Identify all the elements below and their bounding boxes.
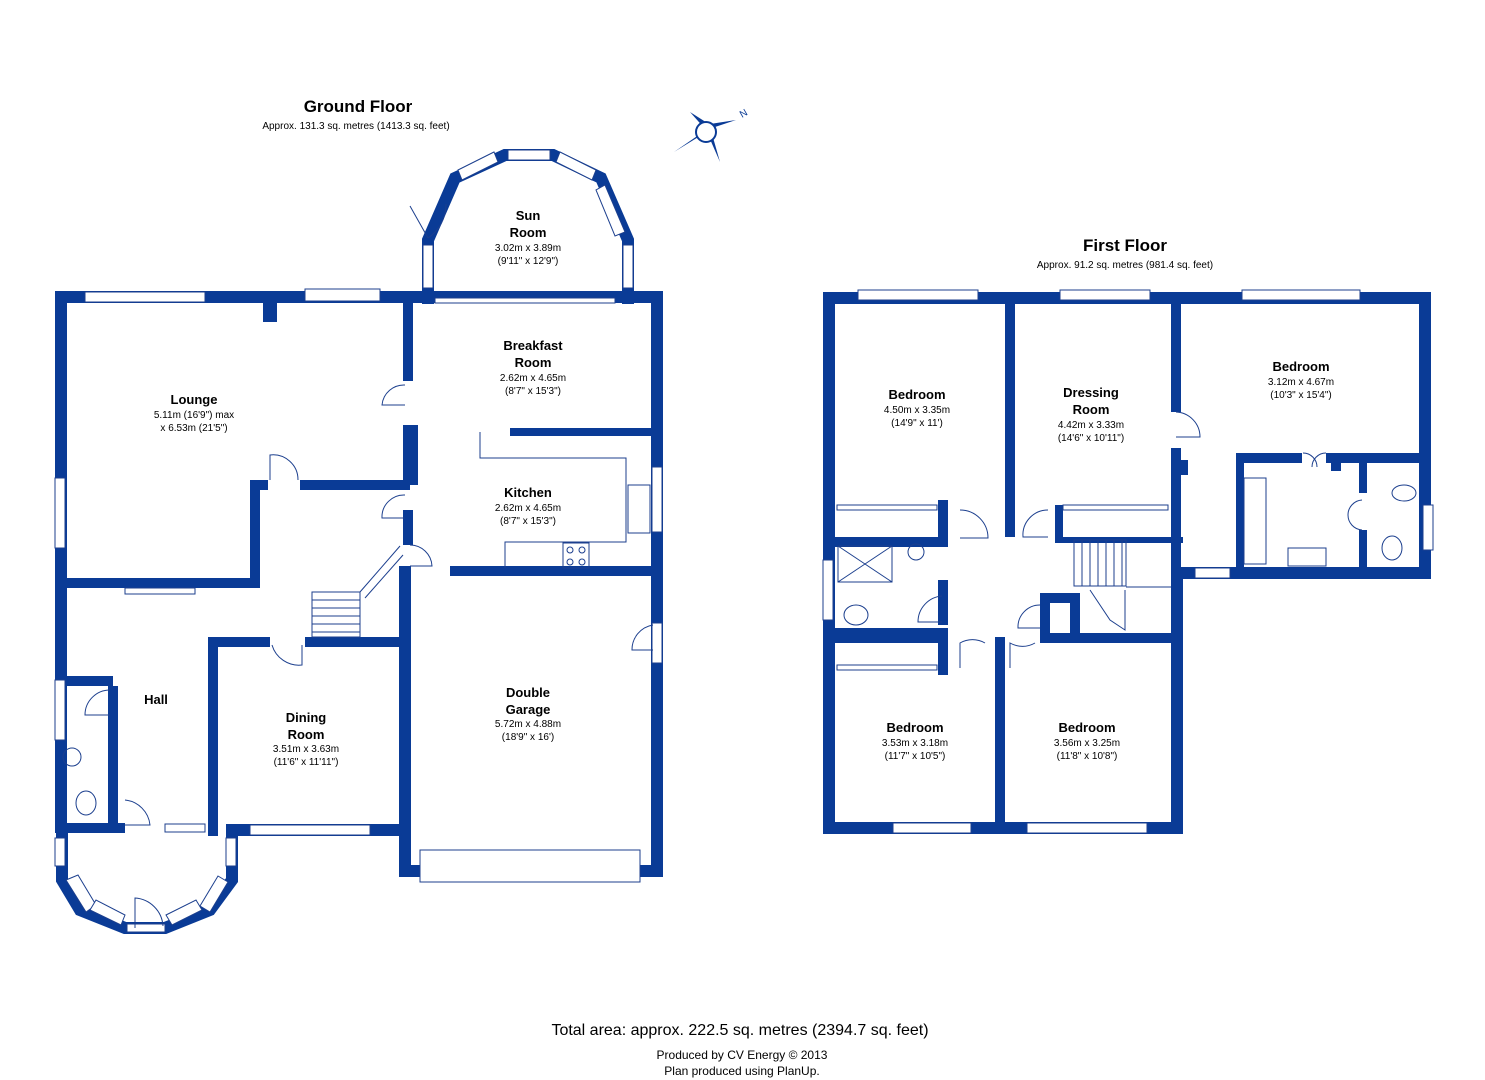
- breakfast-room-dim-2: (8'7" x 15'3"): [505, 386, 561, 397]
- first-inner-walls: [823, 292, 1431, 827]
- dining-room-dim-1: 3.51m x 3.63m: [273, 744, 339, 755]
- first-stairs: [1073, 539, 1171, 631]
- bedroom-3-dim-2: (11'7" x 10'5"): [885, 751, 946, 762]
- sun-room-bay: [409, 149, 634, 304]
- compass-north-label: N: [738, 107, 750, 120]
- bedroom-2-name: Bedroom: [1272, 359, 1329, 374]
- garage-name-1: Double: [506, 685, 550, 700]
- first-windows: [822, 289, 1434, 834]
- dressing-room-dim-2: (14'6" x 10'11"): [1058, 433, 1124, 444]
- hall-name: Hall: [144, 692, 168, 707]
- dining-room-name-1: Dining: [286, 710, 326, 725]
- total-area: Total area: approx. 222.5 sq. metres (23…: [551, 1022, 928, 1039]
- ground-wc: [62, 747, 97, 816]
- first-doors: [917, 411, 1363, 668]
- first-fixtures: [837, 477, 1417, 626]
- ground-floor-title: Ground Floor: [304, 97, 413, 116]
- produced-by: Produced by CV Energy © 2013: [657, 1048, 828, 1062]
- sun-room-dim-1: 3.02m x 3.89m: [495, 243, 561, 254]
- bedroom-1-dim-2: (14'9" x 11'): [891, 418, 943, 429]
- kitchen-dim-1: 2.62m x 4.65m: [495, 503, 561, 514]
- dressing-room-name-1: Dressing: [1063, 385, 1119, 400]
- breakfast-room-dim-1: 2.62m x 4.65m: [500, 373, 566, 384]
- kitchen-fixtures: [479, 432, 651, 569]
- garage-name-2: Garage: [506, 702, 551, 717]
- breakfast-room-name-2: Room: [515, 355, 552, 370]
- sun-room-name-1: Sun: [516, 208, 541, 223]
- bedroom-2-dim-2: (10'3" x 15'4"): [1270, 390, 1332, 401]
- ground-stairs: [311, 545, 404, 638]
- bedroom-2-dim-1: 3.12m x 4.67m: [1268, 377, 1334, 388]
- garage-dim-1: 5.72m x 4.88m: [495, 719, 561, 730]
- ground-windows: [54, 288, 663, 883]
- kitchen-name: Kitchen: [504, 485, 552, 500]
- sun-room-dim-2: (9'11" x 12'9"): [498, 256, 559, 267]
- dining-room-name-2: Room: [288, 727, 325, 742]
- garage-dim-2: (18'9" x 16'): [502, 732, 554, 743]
- compass-icon: N: [674, 107, 750, 162]
- bedroom-4-dim-1: 3.56m x 3.25m: [1054, 738, 1120, 749]
- bedroom-1-name: Bedroom: [888, 387, 945, 402]
- ground-floor-area: Approx. 131.3 sq. metres (1413.3 sq. fee…: [262, 121, 449, 132]
- bedroom-3-name: Bedroom: [886, 720, 943, 735]
- first-floor-plan: First Floor Approx. 91.2 sq. metres (981…: [822, 236, 1434, 834]
- breakfast-room-name-1: Breakfast: [503, 338, 563, 353]
- lounge-name: Lounge: [171, 392, 218, 407]
- sun-room-name-2: Room: [510, 225, 547, 240]
- bedroom-1-dim-1: 4.50m x 3.35m: [884, 405, 950, 416]
- bedroom-4-dim-2: (11'8" x 10'8"): [1057, 751, 1118, 762]
- first-floor-title: First Floor: [1083, 236, 1167, 255]
- ground-doors: [84, 384, 654, 826]
- bedroom-3-dim-1: 3.53m x 3.18m: [882, 738, 948, 749]
- lounge-dim-1: 5.11m (16'9") max: [154, 410, 234, 421]
- plan-credit: Plan produced using PlanUp.: [664, 1064, 819, 1078]
- first-floor-area: Approx. 91.2 sq. metres (981.4 sq. feet): [1037, 260, 1213, 271]
- dining-room-dim-2: (11'6" x 11'11"): [274, 757, 339, 768]
- ground-inner-walls: [55, 291, 663, 836]
- kitchen-dim-2: (8'7" x 15'3"): [500, 516, 556, 527]
- lounge-dim-2: x 6.53m (21'5"): [160, 423, 227, 434]
- dressing-room-dim-1: 4.42m x 3.33m: [1058, 420, 1124, 431]
- ground-floor-plan: Ground Floor Approx. 131.3 sq. metres (1…: [54, 97, 663, 934]
- bedroom-4-name: Bedroom: [1058, 720, 1115, 735]
- front-bay: [54, 827, 238, 934]
- dressing-room-name-2: Room: [1073, 402, 1110, 417]
